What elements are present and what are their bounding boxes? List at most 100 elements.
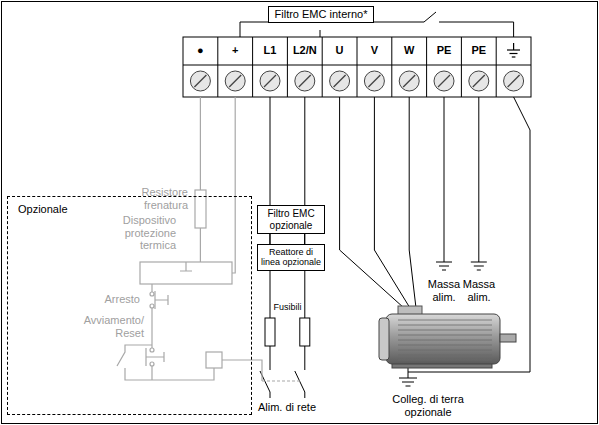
ground-symbol	[399, 378, 417, 386]
motor-fin	[398, 325, 492, 326]
screw-slot	[508, 75, 520, 87]
box-text: Filtro EMC opzionale	[260, 208, 322, 231]
terminal-screw	[295, 71, 315, 91]
earth-bar	[507, 49, 520, 50]
brake-resistor-wire	[200, 97, 201, 262]
screw-slot	[473, 75, 485, 87]
terminal-label: L1	[253, 44, 288, 57]
screw-slot	[229, 75, 241, 87]
terminal-screw	[399, 71, 419, 91]
earth-bar	[510, 53, 518, 54]
component-box: Reattore di linea opzionale	[257, 244, 325, 271]
earth-bar	[512, 56, 516, 57]
ground-symbol	[436, 262, 452, 270]
terminal-label: PE	[461, 44, 496, 57]
motor-fin	[398, 350, 492, 351]
terminal-divider	[426, 37, 427, 97]
terminal-screw	[260, 71, 280, 91]
motor-illustration	[379, 306, 516, 368]
terminal-divider	[461, 37, 462, 97]
ground-label: Massa alim.	[426, 278, 462, 303]
box-text: Filtro EMC interno*	[271, 8, 371, 21]
motor-wire	[374, 97, 410, 308]
motor-fin	[398, 335, 492, 336]
earth-stem	[513, 43, 514, 50]
motor-fin	[398, 345, 492, 346]
terminal-divider	[357, 37, 358, 97]
terminal-label: W	[392, 44, 427, 57]
motor-body	[386, 314, 500, 364]
box-text: Opzionale	[18, 203, 241, 216]
reset-contact-wire	[117, 345, 214, 380]
terminal-divider	[287, 37, 288, 97]
terminal-label: L2/N	[287, 44, 322, 57]
terminal-label: PE	[427, 44, 462, 57]
earth-terminal-symbol	[507, 43, 520, 57]
terminal-screw	[330, 71, 350, 91]
screw-slot	[299, 75, 311, 87]
component-label: Avviamento/ Reset	[68, 314, 144, 339]
optional-control-circuit	[117, 97, 300, 381]
thermal-device-symbol	[140, 262, 232, 284]
component-label: Resistore frenatura	[128, 186, 188, 211]
thermal-contact-mark	[180, 262, 192, 271]
terminal-label: U	[322, 44, 357, 57]
filter-wire	[320, 30, 321, 37]
motor-fin	[398, 340, 492, 341]
screw-slot	[264, 75, 276, 87]
motor-wiring	[340, 97, 530, 386]
contactor-mechanical-link	[262, 380, 300, 381]
component-label: Dispositivo protezione termica	[96, 214, 176, 252]
screw-slot	[438, 75, 450, 87]
terminal-screw	[504, 71, 524, 91]
component-label: Fusibili	[272, 302, 302, 312]
filter-link-switch	[368, 12, 436, 22]
motor-fin	[398, 360, 492, 361]
terminal-label: ●	[183, 44, 218, 57]
contact-terminal	[150, 292, 154, 296]
screw-slot	[368, 75, 380, 87]
terminal-screw	[225, 71, 245, 91]
contact-terminal	[150, 304, 154, 308]
ground-label: Colleg. di terra opzionale	[378, 393, 478, 418]
contact-terminal	[150, 362, 154, 366]
component-box: Filtro EMC interno*	[268, 6, 374, 23]
terminal-screw	[364, 71, 384, 91]
terminal-screw	[190, 71, 210, 91]
terminal-divider	[252, 37, 253, 97]
screw-slot	[334, 75, 346, 87]
screw-slot	[194, 75, 206, 87]
component-label: Arresto	[88, 293, 140, 306]
thermal-wire	[232, 97, 235, 273]
pe-wiring	[436, 97, 487, 270]
motor-fin	[398, 355, 492, 356]
motor-fin	[398, 320, 492, 321]
terminal-divider	[322, 37, 323, 97]
contact-terminal	[150, 348, 154, 352]
ground-symbol	[471, 262, 487, 270]
motor-shaft	[500, 334, 516, 342]
fuse-symbol	[265, 318, 275, 346]
supply-label: Alim. di rete	[252, 401, 322, 414]
connector-wire	[270, 234, 305, 244]
terminal-label: V	[357, 44, 392, 57]
pe-wire	[478, 97, 479, 262]
component-box: Filtro EMC opzionale	[257, 205, 325, 234]
box-text: Reattore di linea opzionale	[260, 247, 322, 268]
coil-link-wire	[222, 360, 262, 381]
terminal-screw	[434, 71, 454, 91]
motor-wire	[340, 97, 404, 308]
motor-end-cap	[379, 318, 389, 360]
start-button-symbol	[146, 348, 164, 366]
motor-fin	[398, 330, 492, 331]
stop-button-symbol	[155, 291, 168, 309]
filter-wire	[240, 22, 268, 37]
screw-slot	[403, 75, 415, 87]
control-wire	[151, 308, 152, 348]
pe-wire	[444, 97, 445, 262]
filter-wire	[439, 22, 514, 37]
motor-wire	[409, 97, 416, 308]
terminal-divider	[496, 37, 497, 97]
